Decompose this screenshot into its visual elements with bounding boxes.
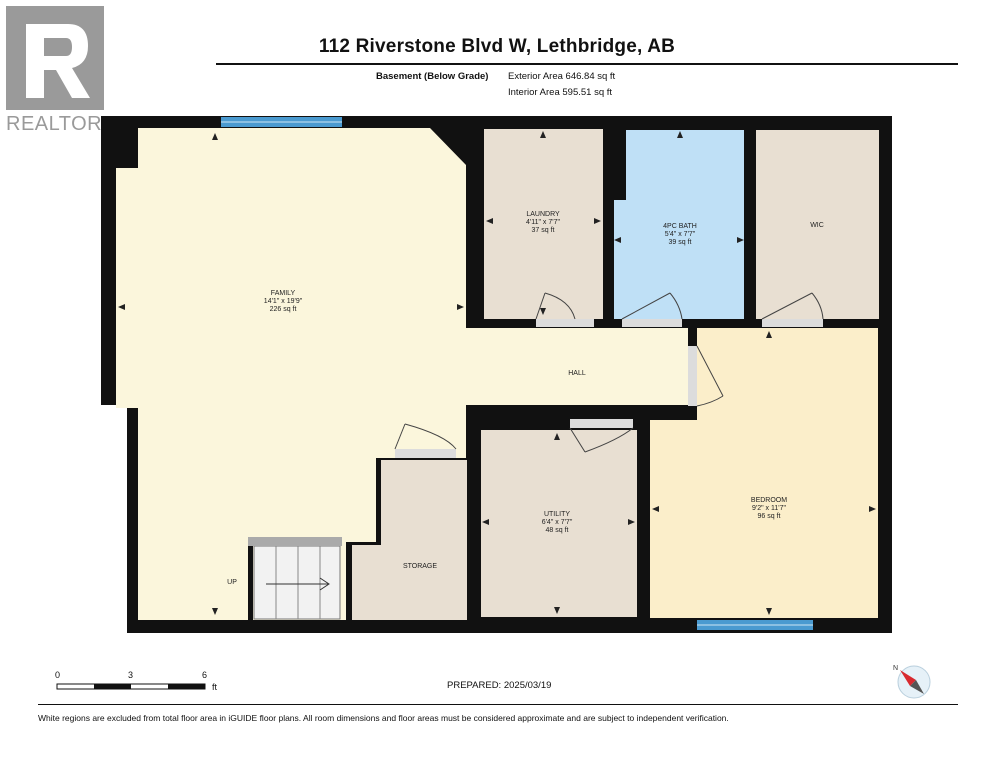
utility-floor: [481, 430, 637, 617]
wic-floor: [756, 130, 879, 319]
scale-label-0: 0: [55, 670, 61, 680]
hall-name: HALL: [568, 370, 586, 377]
utility-room-dims: 6'4" x 7'7": [541, 519, 573, 526]
disclaimer-text: White regions are excluded from total fl…: [38, 713, 729, 723]
floor-level-label: Basement (Below Grade): [376, 71, 489, 82]
bath-room-dims: 5'4" x 7'7": [664, 231, 696, 238]
family-room-label: FAMILY 14'1" x 19'9" 226 sq ft: [264, 290, 302, 314]
notch-left-top: [101, 405, 127, 635]
family-room-name: FAMILY: [270, 290, 296, 297]
bath-room-name: 4PC BATH: [663, 223, 697, 230]
laundry-room-label: LAUNDRY 4'11" x 7'7" 37 sq ft: [526, 211, 560, 235]
bedroom-label: BEDROOM 9'2" x 11'7" 96 sq ft: [751, 497, 787, 521]
realtor-wordmark: REALTOR: [6, 113, 103, 135]
stairs-up-label: UP: [227, 579, 237, 587]
laundry-room-dims: 4'11" x 7'7": [526, 219, 560, 226]
storage-room-label: STORAGE: [403, 563, 437, 571]
family-room-area: 226 sq ft: [269, 306, 297, 313]
title-divider: [216, 63, 958, 65]
hall-label: HALL: [568, 370, 586, 378]
scale-bar: [56, 683, 206, 690]
bath-floor: [626, 130, 744, 319]
footer-divider: [38, 704, 958, 705]
utility-door: [569, 419, 634, 453]
svg-text:N: N: [893, 665, 898, 672]
bath-room-area: 39 sq ft: [668, 239, 692, 246]
scale-label-3: 3: [128, 670, 134, 680]
exterior-area-text: Exterior Area 646.84 sq ft: [508, 71, 616, 82]
bath-door: [621, 292, 683, 327]
bedroom-area: 96 sq ft: [757, 513, 781, 520]
wic-door: [761, 292, 824, 327]
storage-floor: [381, 460, 467, 620]
storage-door: [394, 423, 457, 458]
laundry-floor: [484, 129, 603, 319]
property-address-title: 112 Riverstone Blvd W, Lethbridge, AB: [318, 36, 676, 57]
bedroom-floor: [697, 328, 878, 420]
utility-room-name: UTILITY: [543, 511, 571, 518]
laundry-door: [535, 292, 594, 327]
family-room-dims: 14'1" x 19'9": [263, 298, 303, 305]
bedroom-door: [688, 345, 724, 407]
north-compass-icon: N: [893, 665, 931, 699]
family-lower-floor: [138, 540, 248, 620]
interior-area-text: Interior Area 595.51 sq ft: [508, 87, 613, 98]
stairs-up-text: UP: [227, 579, 237, 586]
laundry-room-area: 37 sq ft: [531, 227, 555, 234]
stairs-top-rail: [248, 537, 342, 546]
wic-room-label: WIC: [810, 222, 824, 230]
bath-room-label: 4PC BATH 5'4" x 7'7" 39 sq ft: [663, 223, 697, 247]
bedroom-dims: 9'2" x 11'7": [752, 505, 786, 512]
laundry-room-name: LAUNDRY: [526, 211, 560, 218]
storage-floor-left: [352, 545, 382, 620]
wic-room-name: WIC: [810, 222, 824, 229]
bedroom-floor-lower: [650, 420, 878, 618]
bath-floor-step: [614, 200, 628, 319]
utility-room-area: 48 sq ft: [545, 527, 569, 534]
bedroom-name: BEDROOM: [750, 497, 788, 504]
storage-room-name: STORAGE: [402, 563, 438, 570]
stairs: [253, 545, 341, 620]
family-room-floor: [116, 128, 688, 620]
scale-label-6: 6: [202, 670, 208, 680]
prepared-date: PREPARED: 2025/03/19: [447, 680, 552, 691]
utility-room-label: UTILITY 6'4" x 7'7" 48 sq ft: [542, 511, 573, 535]
realtor-logo: [6, 6, 104, 110]
dimension-arrows: [118, 131, 876, 615]
scale-unit: ft: [212, 682, 218, 692]
